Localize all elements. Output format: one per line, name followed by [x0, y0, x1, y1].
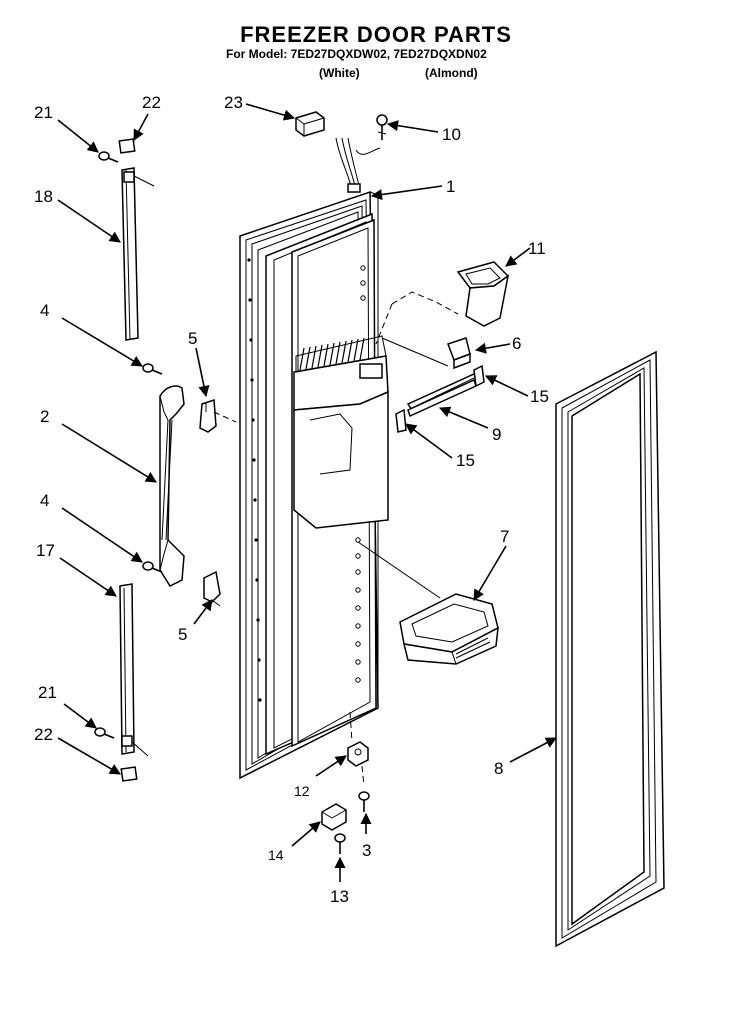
wire-harness [335, 137, 381, 193]
leader-3 [361, 765, 365, 787]
dispenser-housing [293, 335, 389, 529]
part-4-screw-bottom [142, 561, 163, 573]
part-8-gasket [555, 350, 665, 948]
callout-5-bottom: 5 [178, 625, 187, 644]
part-5-clip-bottom [203, 570, 221, 607]
variant-almond-label: (Almond) [425, 66, 478, 80]
part-18-trim [121, 167, 155, 341]
callout-22-bottom: 22 [34, 725, 53, 744]
part-15-cap-left [395, 408, 407, 433]
part-21-screw-bottom [94, 727, 115, 739]
leader-arrows [57, 103, 557, 882]
callout-7: 7 [500, 527, 509, 546]
leader-11b [375, 303, 393, 345]
callout-15-left: 15 [456, 451, 475, 470]
callout-12: 12 [294, 783, 310, 799]
callout-22-top: 22 [142, 93, 161, 112]
callout-6: 6 [512, 334, 521, 353]
door-edge-holes [247, 258, 262, 702]
callout-21-bottom: 21 [38, 683, 57, 702]
part-10-screw [376, 114, 388, 140]
part-4-screw-top [142, 363, 163, 375]
callout-23: 23 [224, 93, 243, 112]
part-7-tray [399, 593, 499, 665]
part-2-handle [159, 385, 185, 587]
part-11-ice-chute [456, 261, 510, 327]
part-23-connector [295, 111, 325, 137]
part-5-clip-top [199, 398, 217, 433]
callout-labels: 21 22 23 10 1 18 11 4 5 6 15 2 9 15 4 7 … [34, 93, 549, 906]
door-panel [239, 190, 389, 780]
callout-8: 8 [494, 759, 503, 778]
part-17-trim [119, 583, 149, 757]
part-13-screw [334, 833, 346, 854]
callout-10: 10 [442, 125, 461, 144]
callout-4-bottom: 4 [40, 491, 49, 510]
leader-6 [381, 337, 449, 367]
part-21-screw-top [98, 151, 119, 163]
diagram-title: FREEZER DOOR PARTS [240, 22, 512, 47]
callout-2: 2 [40, 407, 49, 426]
leader-12 [349, 711, 353, 743]
part-22-clip-bottom [120, 766, 138, 782]
callout-5-top: 5 [188, 329, 197, 348]
callout-18: 18 [34, 187, 53, 206]
part-6-bracket [447, 337, 471, 370]
callout-21-top: 21 [34, 103, 53, 122]
callout-4-top: 4 [40, 301, 49, 320]
callout-9: 9 [492, 425, 501, 444]
variant-white-label: (White) [319, 66, 360, 80]
part-12-hinge-block [347, 741, 369, 767]
leader-11 [391, 291, 459, 315]
callout-1: 1 [446, 177, 455, 196]
part-3-screw [358, 791, 370, 812]
callout-14: 14 [268, 847, 284, 863]
part-14-bracket [321, 803, 347, 831]
part-22-clip-top [118, 138, 136, 154]
callout-13: 13 [330, 887, 349, 906]
callout-11: 11 [528, 239, 546, 258]
model-numbers: For Model: 7ED27DQXDW02, 7ED27DQXDN02 [226, 47, 487, 61]
callout-17: 17 [36, 541, 55, 560]
leader-7 [357, 541, 441, 599]
callout-3: 3 [362, 841, 371, 860]
callout-15-right: 15 [530, 387, 549, 406]
leader-5a [213, 411, 237, 423]
part-15-cap-right [473, 364, 485, 388]
